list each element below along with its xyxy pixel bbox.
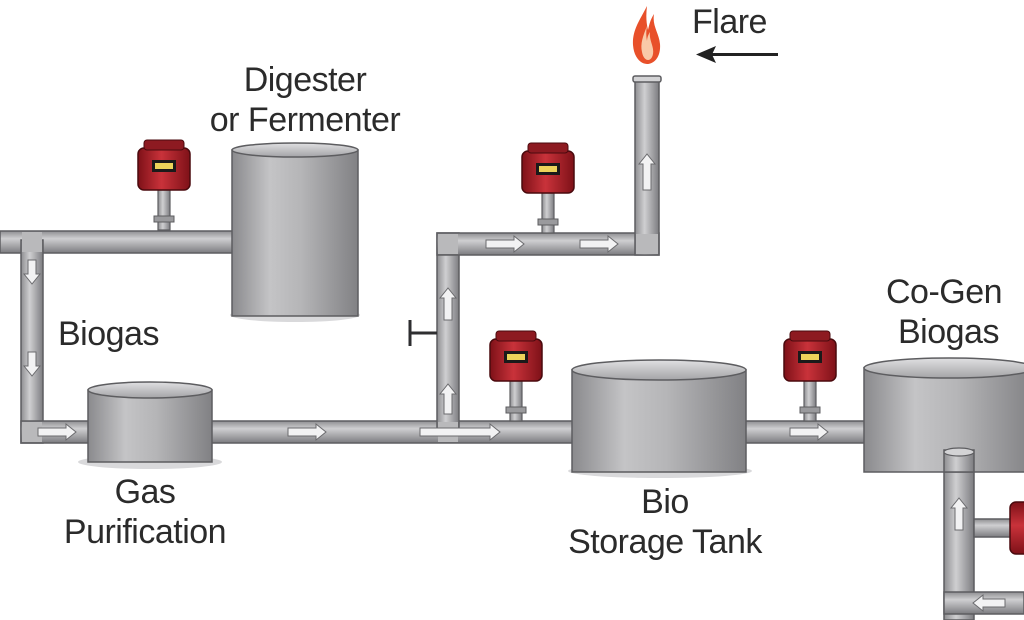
bio-storage-tank-label: Bio Storage Tank bbox=[535, 482, 795, 562]
flame-icon bbox=[632, 6, 661, 64]
cogen-label-line2: Biogas bbox=[898, 313, 999, 351]
flow-arrow-icon bbox=[485, 234, 525, 254]
gas-transmitter-icon bbox=[489, 330, 543, 422]
bio-storage-tank-label-line1: Bio bbox=[641, 483, 689, 521]
cogen-tank bbox=[863, 357, 1024, 473]
digester-label-line2: or Fermenter bbox=[209, 101, 401, 139]
pipe-joints bbox=[22, 232, 658, 442]
digester-label: Digester or Fermenter bbox=[180, 60, 430, 140]
gas-purification-label: Gas Purification bbox=[40, 472, 250, 552]
flow-arrow-icon bbox=[579, 234, 619, 254]
left-arrow-icon bbox=[696, 46, 778, 63]
flow-arrow-icon bbox=[22, 351, 42, 377]
flare-stack-cap bbox=[632, 75, 662, 83]
flow-arrows bbox=[22, 153, 1006, 613]
gas-purification-label-line1: Gas bbox=[114, 473, 176, 511]
gas-purification-label-line2: Purification bbox=[63, 513, 227, 551]
gas-transmitter-icon bbox=[1009, 501, 1024, 555]
gas-transmitter-icon bbox=[521, 142, 575, 234]
flow-arrow-icon bbox=[22, 259, 42, 285]
pipe-segment bbox=[973, 518, 1015, 538]
flow-arrow-icon bbox=[438, 287, 458, 321]
flow-arrow-icon bbox=[789, 422, 829, 442]
pipe-cap bbox=[943, 447, 975, 457]
cogen-label-line1: Co-Gen bbox=[886, 273, 1003, 311]
bio-storage-tank-label-line2: Storage Tank bbox=[568, 523, 762, 561]
gas-transmitter-icon bbox=[137, 139, 191, 231]
flow-arrow-icon bbox=[637, 153, 657, 191]
cogen-label: Co-Gen Biogas bbox=[886, 272, 1003, 352]
bio-storage-tank bbox=[568, 359, 752, 478]
flow-arrow-icon bbox=[419, 422, 501, 442]
gas-transmitter-icon bbox=[783, 330, 837, 422]
flow-arrow-icon bbox=[37, 422, 77, 442]
digester-label-line1: Digester bbox=[243, 61, 367, 99]
digester-tank bbox=[230, 142, 360, 322]
pipe-segment bbox=[436, 232, 660, 256]
flow-arrow-icon bbox=[949, 497, 969, 531]
valve-icon bbox=[408, 320, 437, 346]
flow-arrow-icon bbox=[438, 383, 458, 415]
flare-label: Flare bbox=[692, 3, 767, 41]
gas-purification-tank bbox=[78, 381, 222, 469]
flow-arrow-icon bbox=[287, 422, 327, 442]
biogas-label: Biogas bbox=[58, 315, 159, 353]
flow-arrow-icon bbox=[972, 593, 1006, 613]
